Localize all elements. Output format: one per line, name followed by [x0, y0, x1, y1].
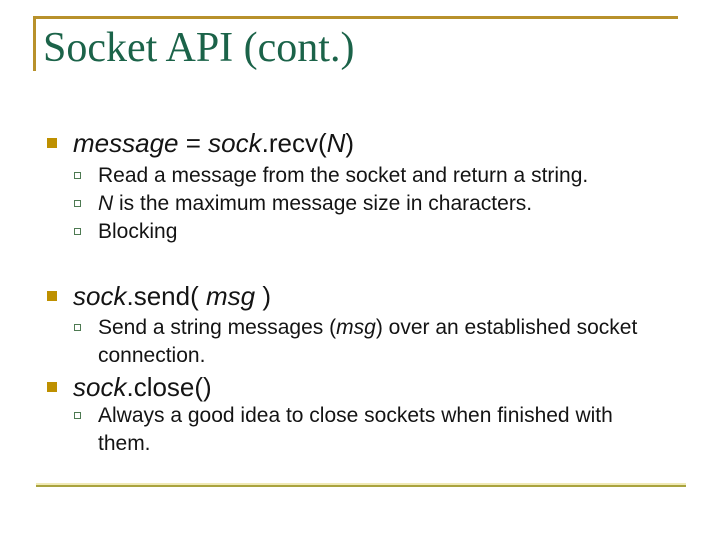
bullet-heading-recv: message = sock.recv(N): [73, 126, 354, 160]
sub-text-part: Send a string messages (: [98, 316, 337, 339]
heading-part: .close(): [126, 372, 212, 402]
sub-text-part: Always a good idea to close sockets when…: [98, 404, 613, 455]
heading-part: =: [178, 128, 209, 158]
hollow-square-bullet-icon: [74, 412, 81, 419]
sub-bullet-list-close: Always a good idea to close sockets when…: [74, 402, 684, 458]
sub-bullet-item: Blocking: [74, 218, 684, 246]
sub-bullet-text: Always a good idea to close sockets when…: [98, 402, 658, 458]
sub-bullet-item: N is the maximum message size in charact…: [74, 190, 684, 218]
heading-part: N: [326, 128, 346, 158]
sub-bullet-item: Always a good idea to close sockets when…: [74, 402, 684, 458]
heading-part: sock: [73, 372, 127, 402]
sub-text-part: msg: [336, 316, 376, 339]
sub-text-part: ) over an established socket connection.: [98, 316, 638, 367]
hollow-square-bullet-icon: [74, 324, 81, 331]
left-accent-line: [33, 16, 36, 71]
bullet-item-close: sock.close(): [47, 370, 212, 404]
sub-bullet-item: Send a string messages (msg) over an est…: [74, 314, 684, 370]
heading-part: ): [345, 128, 355, 158]
filled-square-bullet-icon: [47, 291, 57, 301]
bullet-heading-close: sock.close(): [73, 370, 212, 404]
sub-bullet-text: Send a string messages (msg) over an est…: [98, 314, 658, 370]
sub-bullet-item: Read a message from the socket and retur…: [74, 162, 684, 190]
hollow-square-bullet-icon: [74, 200, 81, 207]
sub-bullet-list-send: Send a string messages (msg) over an est…: [74, 314, 684, 370]
heading-part: sock: [208, 128, 262, 158]
top-accent-line: [33, 16, 678, 19]
sub-bullet-list-recv: Read a message from the socket and retur…: [74, 162, 684, 246]
sub-bullet-text: Read a message from the socket and retur…: [98, 162, 658, 190]
heading-part: sock: [73, 281, 127, 311]
bullet-heading-send: sock.send( msg ): [73, 279, 271, 313]
slide-title: Socket API (cont.): [43, 25, 355, 71]
sub-bullet-text: N is the maximum message size in charact…: [98, 190, 658, 218]
bullet-item-send: sock.send( msg ): [47, 279, 271, 313]
filled-square-bullet-icon: [47, 382, 57, 392]
bottom-accent-line: [36, 483, 686, 487]
heading-part: ): [255, 281, 271, 311]
sub-bullet-text: Blocking: [98, 218, 658, 246]
heading-part: message: [73, 128, 179, 158]
bullet-item-recv: message = sock.recv(N): [47, 126, 354, 160]
filled-square-bullet-icon: [47, 138, 57, 148]
heading-part: .send(: [126, 281, 206, 311]
sub-text-part: N: [98, 192, 114, 215]
heading-part: msg: [205, 281, 256, 311]
sub-text-part: Read a message from the socket and retur…: [98, 164, 589, 187]
hollow-square-bullet-icon: [74, 228, 81, 235]
hollow-square-bullet-icon: [74, 172, 81, 179]
sub-text-part: is the maximum message size in character…: [113, 192, 533, 215]
sub-text-part: Blocking: [98, 220, 178, 243]
heading-part: .recv(: [261, 128, 327, 158]
